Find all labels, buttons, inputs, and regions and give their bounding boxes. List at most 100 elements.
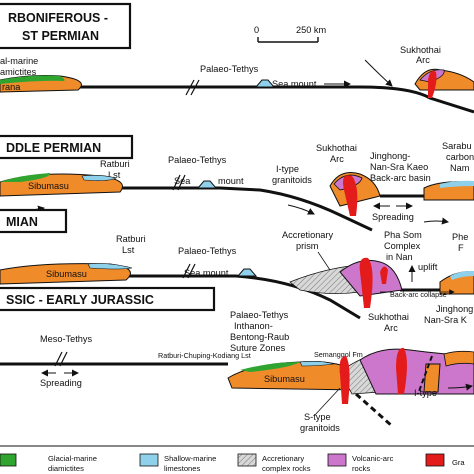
legend-item-accretionary: Accretionary complex rocks bbox=[237, 453, 311, 473]
legend-swatch-glacial bbox=[0, 453, 17, 467]
seamount-3 bbox=[236, 268, 258, 277]
suture-label-4d: Suture Zones bbox=[230, 343, 286, 353]
panel1-title-line2: ST PERMIAN bbox=[22, 29, 99, 43]
panel1-title-box bbox=[0, 2, 132, 50]
granite-1 bbox=[428, 71, 437, 98]
prism-label-3a: Accretionary bbox=[282, 230, 333, 240]
ratburi-label-2b: Lst bbox=[108, 170, 121, 180]
terrane-label-1: rana bbox=[2, 82, 21, 92]
legend-item-granite: Gra bbox=[425, 453, 465, 467]
granite-3 bbox=[359, 257, 373, 308]
prism-label-3b: prism bbox=[296, 241, 319, 251]
legend-swatch-shallow bbox=[139, 453, 159, 467]
seamount-2 bbox=[196, 180, 218, 189]
panel-triassic-jurassic: SSIC - EARLY JURASSIC Meso-Tethys Spread… bbox=[0, 286, 474, 433]
legend-text-volcanic-1: Volcanic-arc bbox=[352, 454, 394, 463]
legend-item-volcanic: Volcanic-arc rocks bbox=[327, 453, 394, 473]
legend-text-accretionary-2: complex rocks bbox=[262, 464, 311, 473]
panel2-title-box bbox=[0, 134, 134, 160]
seamount-label-3: Sea mount bbox=[184, 268, 229, 278]
ratburi-label-2a: Ratburi bbox=[100, 159, 130, 169]
terrane-label-4: Sibumasu bbox=[264, 374, 305, 384]
legend-swatch-granite bbox=[425, 453, 445, 467]
ocean-label-3: Palaeo-Tethys bbox=[178, 246, 237, 256]
arc-label-1a: Sukhothai bbox=[400, 45, 441, 55]
arc-label-4b: Arc bbox=[384, 323, 398, 333]
right-label-2b: carbona bbox=[446, 152, 474, 162]
terrane-label-2: Sibumasu bbox=[28, 181, 69, 191]
panel4-title-box bbox=[0, 286, 216, 312]
meso-label-4: Meso-Tethys bbox=[40, 334, 92, 344]
stype-label-4b: granitoids bbox=[300, 423, 340, 433]
legend-text-glacial-1: Glacial-marine bbox=[48, 454, 97, 463]
granite-2 bbox=[343, 175, 358, 216]
legend-swatch-accretionary bbox=[237, 453, 257, 467]
legend-text-accretionary-1: Accretionary bbox=[262, 454, 304, 463]
phasom-label-3c: in Nan bbox=[386, 252, 413, 262]
plate-line-2 bbox=[0, 186, 373, 232]
seamount-label-1: Sea mount bbox=[272, 79, 317, 89]
granite-4b bbox=[396, 347, 407, 394]
spreading-label-4: Spreading bbox=[40, 378, 82, 388]
right-label-2a: Sarabu bbox=[442, 141, 472, 151]
right-label-3a: Phe bbox=[452, 232, 468, 242]
suture-label-4a: Palaeo-Tethys bbox=[230, 310, 289, 320]
glacial-label-1: al-marine bbox=[0, 56, 38, 66]
seamount-label-2a: Sea bbox=[174, 176, 191, 186]
legend-text-granite: Gra bbox=[452, 458, 465, 467]
basin-label-2c: Back-arc basin bbox=[370, 173, 431, 183]
basin-label-2a: Jinghong- bbox=[370, 151, 410, 161]
itype-label-2b: granitoids bbox=[272, 175, 312, 185]
panel-late-carboniferous: RBONIFEROUS - ST PERMIAN 0 250 km al-mar… bbox=[0, 2, 474, 114]
arc-label-2a: Sukhothai bbox=[316, 143, 357, 153]
scale-distance: 250 km bbox=[296, 25, 326, 35]
ocean-label-2: Palaeo-Tethys bbox=[168, 155, 227, 165]
legend-item-glacial: Glacial-marine diamictites bbox=[0, 453, 97, 473]
uplift-label-3: uplift bbox=[418, 262, 438, 272]
terrane-label-3: Sibumasu bbox=[46, 269, 87, 279]
ratburi-chuping-label-4: Ratburi-Chuping-Kodiang Lst bbox=[158, 351, 251, 360]
panel1-title-line1: RBONIFEROUS - bbox=[8, 11, 108, 25]
suture-label-4b: Inthanon- bbox=[234, 321, 273, 331]
panel3-title: MIAN bbox=[6, 215, 38, 229]
phasom-label-3a: Pha Som bbox=[384, 230, 422, 240]
ratburi-label-3a: Ratburi bbox=[116, 234, 146, 244]
legend-text-shallow-2: limestones bbox=[164, 464, 200, 473]
right-label-2c: Nam bbox=[450, 163, 470, 173]
panel3-title-box bbox=[0, 208, 68, 234]
granite-4a bbox=[339, 356, 350, 404]
legend: Glacial-marine diamictites Shallow-marin… bbox=[0, 445, 474, 473]
legend-text-volcanic-2: rocks bbox=[352, 464, 370, 473]
glacial-label-2: amictites bbox=[0, 67, 37, 77]
phasom-label-3b: Complex bbox=[384, 241, 421, 251]
panel4-title: SSIC - EARLY JURASSIC bbox=[6, 293, 154, 307]
panel2-title: DDLE PERMIAN bbox=[6, 141, 101, 155]
ratburi-label-3b: Lst bbox=[122, 245, 135, 255]
plate-line-1 bbox=[0, 85, 474, 114]
itype-label-2a: I-type bbox=[276, 164, 299, 174]
jinghong-label-4b: Nan-Sra K bbox=[424, 315, 468, 325]
legend-item-shallow: Shallow-marine limestones bbox=[139, 453, 216, 473]
seamount-label-2b: mount bbox=[218, 176, 244, 186]
stype-label-4a: S-type bbox=[304, 412, 331, 422]
glacial-deposit-1 bbox=[0, 75, 65, 84]
legend-swatch-volcanic bbox=[327, 453, 347, 467]
arc-label-1b: Arc bbox=[416, 55, 430, 65]
scale-bar: 0 250 km bbox=[254, 25, 326, 43]
semanggol-label-4: Semanggol Fm bbox=[314, 350, 363, 359]
arc-label-2b: Arc bbox=[330, 154, 344, 164]
jinghong-label-4a: Jinghong bbox=[436, 304, 473, 314]
seamount-1 bbox=[254, 79, 276, 88]
legend-text-glacial-2: diamictites bbox=[48, 464, 84, 473]
panel-middle-permian: DDLE PERMIAN Ratburi Lst Palaeo-Tethys S… bbox=[0, 134, 474, 232]
scale-zero: 0 bbox=[254, 25, 259, 35]
basin-label-2b: Nan-Sra Kaeo bbox=[370, 162, 428, 172]
arc-label-4a: Sukhothai bbox=[368, 312, 409, 322]
collapse-label-3: Back-arc collapse bbox=[390, 290, 447, 299]
panel-late-permian: MIAN Ratburi Lst Palaeo-Tethys Sibumasu … bbox=[0, 208, 474, 320]
itype-label-4: I-type bbox=[414, 388, 437, 398]
spreading-label-2: Spreading bbox=[372, 212, 414, 222]
suture-label-4c: Bentong-Raub bbox=[230, 332, 289, 342]
legend-text-shallow-1: Shallow-marine bbox=[164, 454, 216, 463]
